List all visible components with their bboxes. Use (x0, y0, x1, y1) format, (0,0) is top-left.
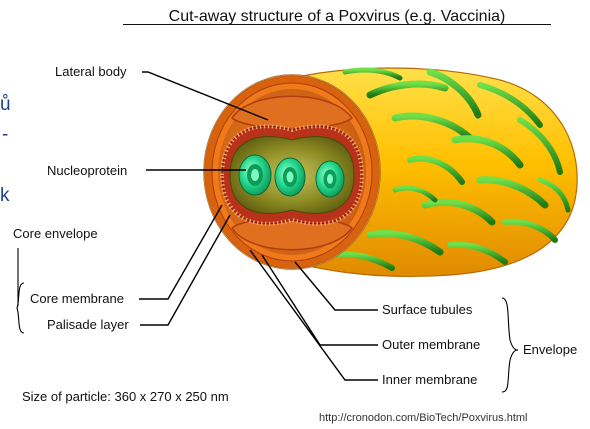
label-core-membrane: Core membrane (30, 291, 124, 306)
label-surface-tubules: Surface tubules (382, 302, 473, 317)
label-outer-membrane: Outer membrane (382, 337, 480, 352)
label-palisade-layer: Palisade layer (47, 317, 129, 332)
diagram-title: Cut-away structure of a Poxvirus (e.g. V… (169, 8, 506, 25)
label-nucleoprotein: Nucleoprotein (47, 163, 127, 178)
virus-illustration (204, 68, 577, 276)
cutoff-text-3: k (0, 185, 10, 206)
label-envelope: Envelope (523, 342, 577, 357)
particle-size-text: Size of particle: 360 x 270 x 250 nm (22, 389, 229, 404)
label-core-envelope-text: Core envelope (13, 226, 98, 241)
cutoff-text-1: ů (0, 94, 11, 115)
label-lateral-body: Lateral body (55, 64, 127, 79)
label-inner-membrane: Inner membrane (382, 372, 477, 387)
envelope-brace (502, 298, 518, 392)
nucleoprotein-coils (239, 155, 344, 197)
source-url: http://cronodon.com/BioTech/Poxvirus.htm… (319, 412, 527, 424)
cutoff-text-2: - (2, 124, 8, 145)
